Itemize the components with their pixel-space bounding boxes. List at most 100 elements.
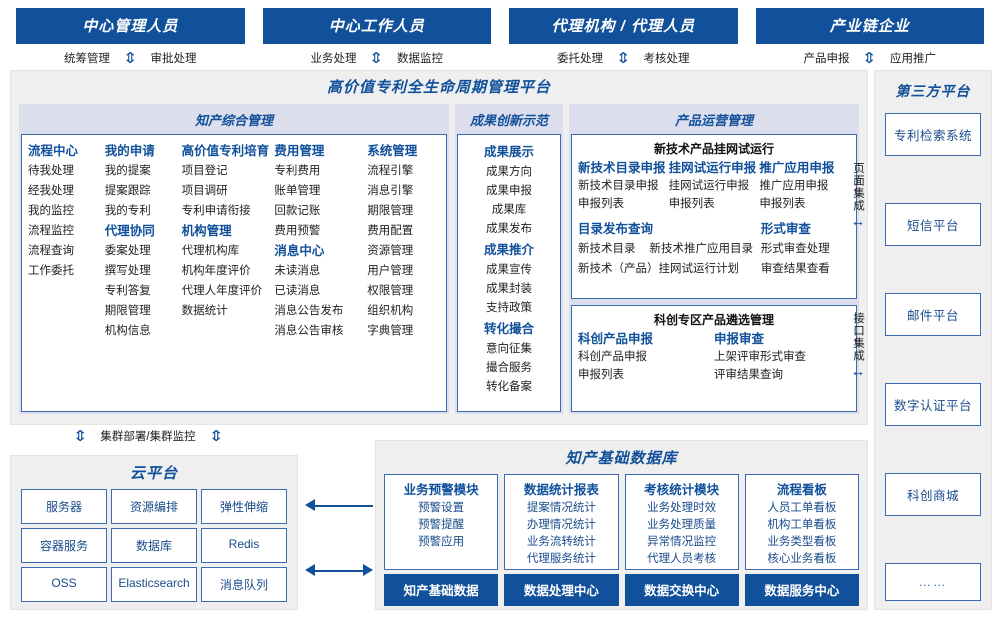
menu-item[interactable]: 成果宣传	[486, 264, 532, 276]
role-banner[interactable]: 中心管理人员	[16, 8, 245, 44]
menu-item[interactable]: 我的监控	[28, 205, 74, 217]
menu-item[interactable]: 费用预警	[274, 225, 321, 237]
menu-item[interactable]: 成果库	[491, 204, 527, 216]
database-card-item[interactable]: 预警设置	[418, 502, 465, 514]
database-card-item[interactable]: 办理情况统计	[526, 519, 596, 531]
cloud-cell[interactable]: 资源编排	[111, 489, 197, 524]
third-party-item[interactable]: 科创商城	[885, 473, 981, 516]
database-card-item[interactable]: 预警应用	[418, 536, 465, 548]
third-party-item[interactable]: 数字认证平台	[885, 383, 981, 426]
menu-item[interactable]: 专利申请衔接	[181, 205, 251, 217]
cloud-cell[interactable]: 服务器	[21, 489, 107, 524]
menu-item[interactable]: 转化备案	[486, 381, 532, 393]
menu-item[interactable]: 权限管理	[367, 285, 414, 297]
menu-item[interactable]: 流程查询	[28, 245, 74, 257]
menu-item[interactable]: 挂网试运行申报	[668, 180, 750, 192]
menu-item[interactable]: 成果方向	[486, 166, 532, 178]
cloud-cell[interactable]: Elasticsearch	[111, 567, 197, 602]
database-card-item[interactable]: 业务类型看板	[767, 536, 837, 548]
cloud-cell[interactable]: 数据库	[111, 528, 197, 563]
menu-item[interactable]: 费用配置	[367, 225, 414, 237]
menu-item[interactable]: 回款记账	[274, 205, 321, 217]
menu-item[interactable]: 成果申报	[486, 185, 532, 197]
third-party-item[interactable]: 专利检索系统	[885, 113, 981, 156]
menu-item[interactable]: 机构年度评价	[181, 265, 251, 277]
menu-item[interactable]: 用户管理	[367, 265, 414, 277]
menu-item[interactable]: 消息公告发布	[274, 305, 344, 317]
cloud-cell[interactable]: OSS	[21, 567, 107, 602]
menu-item[interactable]: 撰写处理	[104, 265, 151, 277]
database-card-item[interactable]: 机构工单看板	[767, 519, 837, 531]
menu-item[interactable]: 新技术目录	[578, 243, 636, 255]
third-party-item-more[interactable]: ……	[885, 563, 981, 601]
database-card-item[interactable]: 业务处理质量	[647, 519, 717, 531]
menu-item[interactable]: 专利费用	[274, 165, 321, 177]
third-party-item[interactable]: 短信平台	[885, 203, 981, 246]
role-banner[interactable]: 代理机构 / 代理人员	[509, 8, 738, 44]
menu-item[interactable]: 委案处理	[104, 245, 151, 257]
menu-item[interactable]: 字典管理	[367, 325, 414, 337]
role-banner[interactable]: 中心工作人员	[262, 8, 491, 44]
menu-item[interactable]: 消息公告审核	[274, 325, 344, 337]
menu-item[interactable]: 资源管理	[367, 245, 414, 257]
cloud-cell[interactable]: 弹性伸缩	[201, 489, 287, 524]
menu-item[interactable]: 撮合服务	[486, 362, 532, 374]
database-card-item[interactable]: 人员工单看板	[767, 502, 837, 514]
menu-item[interactable]: 申报列表	[759, 198, 806, 210]
menu-item[interactable]: 成果封装	[486, 283, 532, 295]
menu-item[interactable]: 形式审查处理	[760, 243, 830, 255]
cloud-cell[interactable]: Redis	[201, 528, 287, 563]
menu-item[interactable]: 已读消息	[274, 285, 321, 297]
database-footer[interactable]: 知产基础数据	[384, 574, 499, 606]
menu-item[interactable]: 数据统计	[181, 305, 228, 317]
role-banner[interactable]: 产业链企业	[755, 8, 984, 44]
menu-item[interactable]: 项目调研	[181, 185, 228, 197]
menu-item[interactable]: 新技术（产品）挂网试运行计划	[578, 263, 739, 275]
menu-item[interactable]: 工作委托	[28, 265, 74, 277]
menu-item[interactable]: 待我处理	[28, 165, 74, 177]
database-card-item[interactable]: 核心业务看板	[767, 553, 837, 565]
database-card-item[interactable]: 代理人员考核	[647, 553, 717, 565]
menu-item[interactable]: 申报列表	[578, 198, 624, 210]
menu-item[interactable]: 科创产品申报	[578, 351, 647, 364]
database-card-item[interactable]: 提案情况统计	[526, 502, 596, 514]
database-card-item[interactable]: 业务处理时效	[647, 502, 717, 514]
menu-item[interactable]: 流程监控	[28, 225, 74, 237]
menu-item[interactable]: 意向征集	[486, 343, 532, 355]
database-card-item[interactable]: 异常情况监控	[647, 536, 717, 548]
menu-item[interactable]: 未读消息	[274, 265, 321, 277]
menu-item[interactable]: 代理人年度评价	[181, 285, 263, 297]
menu-item[interactable]: 申报列表	[668, 198, 715, 210]
menu-item[interactable]: 组织机构	[367, 305, 414, 317]
menu-item[interactable]: 审查结果查看	[760, 263, 830, 275]
menu-item[interactable]: 评审结果查询	[714, 369, 783, 382]
cloud-cell[interactable]: 容器服务	[21, 528, 107, 563]
menu-item[interactable]: 提案跟踪	[104, 185, 151, 197]
menu-item[interactable]: 项目登记	[181, 165, 228, 177]
menu-item[interactable]: 账单管理	[274, 185, 321, 197]
menu-item[interactable]: 我的专利	[104, 205, 151, 217]
database-card-item[interactable]: 预警提醒	[418, 519, 465, 531]
menu-item[interactable]: 专利答复	[104, 285, 151, 297]
database-footer[interactable]: 数据服务中心	[744, 574, 859, 606]
menu-item[interactable]: 期限管理	[367, 205, 414, 217]
menu-item[interactable]: 新技术推广应用目录	[649, 243, 754, 255]
menu-item[interactable]: 机构信息	[104, 325, 151, 337]
third-party-item[interactable]: 邮件平台	[885, 293, 981, 336]
menu-item[interactable]: 支持政策	[486, 302, 532, 314]
menu-item[interactable]: 流程引擎	[367, 165, 414, 177]
database-card-item[interactable]: 代理服务统计	[526, 553, 596, 565]
menu-item[interactable]: 消息引擎	[367, 185, 414, 197]
database-card-item[interactable]: 业务流转统计	[526, 536, 596, 548]
menu-item[interactable]: 申报列表	[578, 369, 624, 382]
database-footer[interactable]: 数据交换中心	[624, 574, 739, 606]
database-footer[interactable]: 数据处理中心	[504, 574, 619, 606]
menu-item[interactable]: 期限管理	[104, 305, 151, 317]
menu-item[interactable]: 新技术目录申报	[578, 180, 659, 192]
menu-item[interactable]: 经我处理	[28, 185, 74, 197]
menu-item[interactable]: 成果发布	[486, 223, 532, 235]
menu-item[interactable]: 推广应用申报	[759, 180, 829, 192]
cloud-cell[interactable]: 消息队列	[201, 567, 287, 602]
menu-item[interactable]: 代理机构库	[181, 245, 240, 257]
menu-item[interactable]: 我的提案	[104, 165, 151, 177]
